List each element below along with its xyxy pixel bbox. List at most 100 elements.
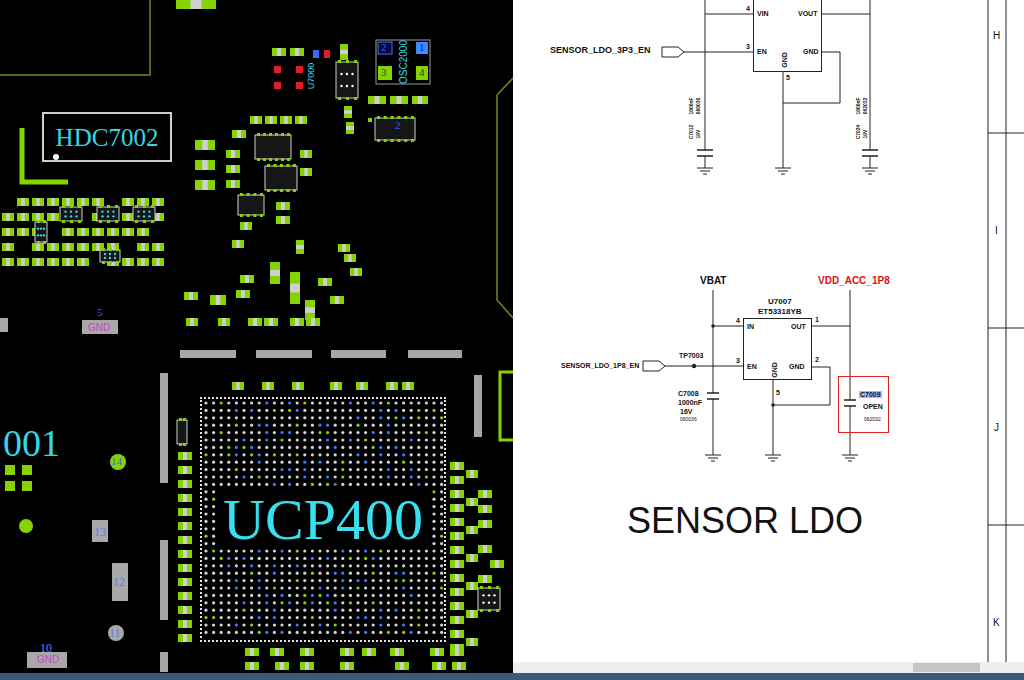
bga-ball xyxy=(204,579,207,582)
ground-symbol xyxy=(865,171,875,172)
pcb-pad xyxy=(78,205,81,208)
ground-symbol xyxy=(708,458,718,459)
bga-ball xyxy=(280,438,283,441)
pcb-pad xyxy=(487,575,492,583)
pcb-pad xyxy=(253,193,256,196)
pcb-pad xyxy=(496,609,499,612)
junction-dot xyxy=(771,403,775,407)
pcb-pad xyxy=(459,602,464,610)
bga-ball xyxy=(417,564,420,567)
bga-ball xyxy=(379,483,382,486)
pcb-pad xyxy=(187,536,192,544)
wire xyxy=(713,399,714,455)
bga-ball xyxy=(425,438,428,441)
bga-ball xyxy=(227,431,230,434)
bga-ball xyxy=(440,616,443,619)
pcb-pad xyxy=(330,296,335,304)
pcb-pad xyxy=(160,198,164,206)
pcb-pad xyxy=(480,609,483,612)
bga-ball xyxy=(242,549,245,552)
bga-ball xyxy=(311,416,314,419)
bga-ball xyxy=(372,416,375,419)
component-body xyxy=(338,244,350,252)
bga-ball xyxy=(235,475,238,478)
bga-ball xyxy=(258,586,261,589)
pcb-pad xyxy=(92,243,96,251)
pcb-pad xyxy=(339,296,344,304)
chip-dot xyxy=(114,253,116,255)
bga-ball xyxy=(432,505,435,508)
pcb-pad xyxy=(115,220,118,223)
bga-ball xyxy=(334,446,337,449)
bga-ball xyxy=(402,609,405,612)
bga-ball xyxy=(432,535,435,538)
bga-ball xyxy=(394,579,397,582)
ground-symbol xyxy=(765,455,781,456)
pcb-pad xyxy=(411,116,414,119)
pcb-pad xyxy=(10,213,14,221)
bga-ball xyxy=(204,549,207,552)
bga-ball xyxy=(227,601,230,604)
component-body xyxy=(478,545,492,553)
bga-ball xyxy=(250,424,253,427)
pcb-pad xyxy=(478,545,483,553)
pcb-pad xyxy=(340,662,345,670)
pcb-pad xyxy=(10,258,14,266)
bga-ball xyxy=(242,586,245,589)
component-body xyxy=(450,560,464,568)
component-body xyxy=(137,198,149,206)
pcb-pad xyxy=(70,228,74,236)
bga-ball xyxy=(296,453,299,456)
pcb-pad xyxy=(178,592,183,600)
bga-ball xyxy=(432,453,435,456)
bga-ball xyxy=(334,468,337,471)
bga-ball xyxy=(417,453,420,456)
bga-ball xyxy=(288,446,291,449)
pcb-pad xyxy=(290,318,295,326)
component-body xyxy=(290,48,304,56)
bga-ball xyxy=(440,468,443,471)
pcb-pad xyxy=(459,588,464,596)
wire xyxy=(783,72,784,168)
bga-ball xyxy=(417,579,420,582)
pin-number: 1 xyxy=(815,316,819,323)
pcb-pad xyxy=(178,564,183,572)
bga-ball xyxy=(372,431,375,434)
component-body xyxy=(195,140,215,150)
bga-ball xyxy=(265,409,268,412)
chip-dot xyxy=(112,210,114,212)
pcb-pad xyxy=(474,638,478,646)
chip-dot xyxy=(43,227,45,229)
bga-ball xyxy=(379,564,382,567)
pcb-pad xyxy=(430,648,435,656)
bga-ball xyxy=(273,572,276,575)
bga-ball xyxy=(326,424,329,427)
pcb-pad xyxy=(346,130,354,134)
bga-ball xyxy=(235,453,238,456)
bga-ball xyxy=(242,623,245,626)
bga-ball xyxy=(227,579,230,582)
bga-ball xyxy=(432,490,435,493)
test-point xyxy=(108,625,124,641)
component-outline xyxy=(376,40,430,84)
bga-ball xyxy=(417,557,420,560)
bga-ball xyxy=(387,409,390,412)
component-body xyxy=(318,278,332,286)
bga-ball xyxy=(204,468,207,471)
bga-ball xyxy=(220,446,223,449)
bga-ball xyxy=(242,424,245,427)
bga-ball xyxy=(273,475,276,478)
bga-ball xyxy=(258,416,261,419)
bga-ball xyxy=(394,483,397,486)
chip-dot xyxy=(37,234,39,236)
pcb-pad xyxy=(432,662,437,670)
keepout-bar xyxy=(256,350,312,358)
bga-ball xyxy=(334,483,337,486)
bga-ball xyxy=(242,594,245,597)
pcb-pad xyxy=(478,505,483,513)
component-body xyxy=(295,116,307,124)
bga-ball xyxy=(440,505,443,508)
ldo-ic: VINVOUTENGNDGND xyxy=(753,0,822,72)
bga-ball xyxy=(288,572,291,575)
pcb-pad xyxy=(232,130,237,138)
